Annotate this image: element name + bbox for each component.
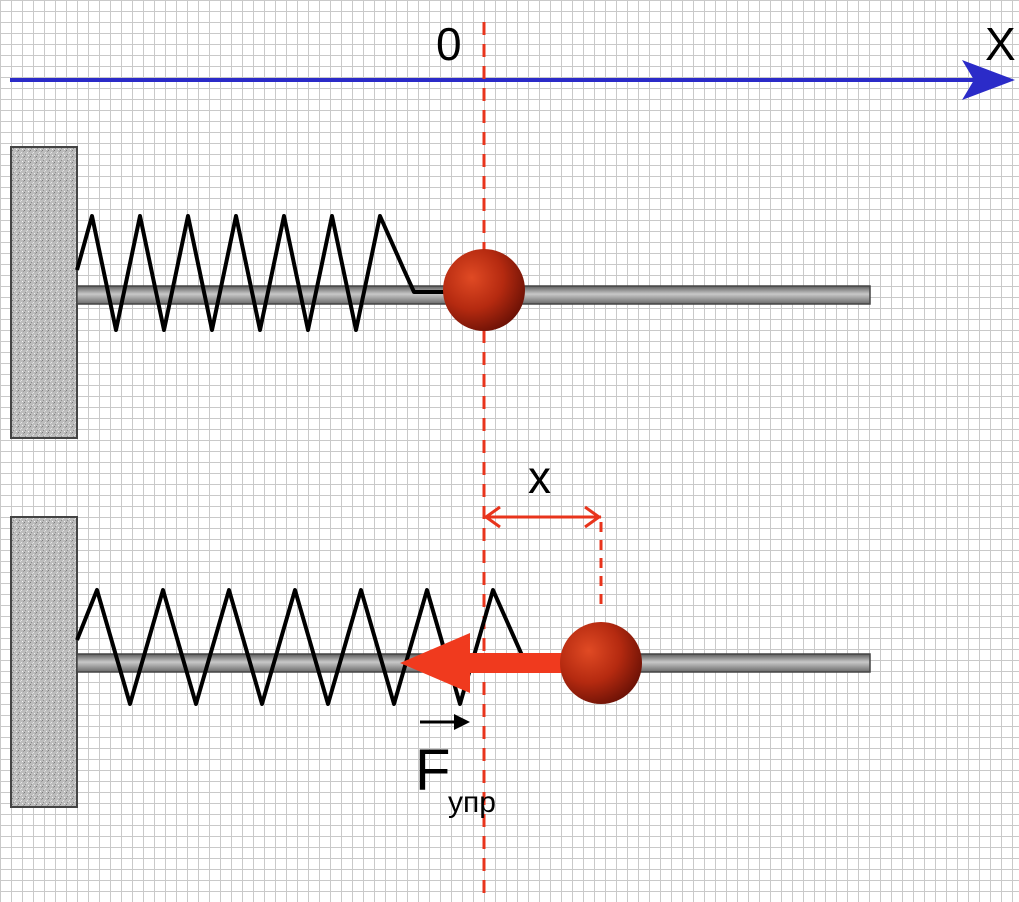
arrow-right-icon [454,714,470,730]
dimension-arrow-left-icon [483,505,501,529]
x-axis: X [10,18,1016,100]
force-arrow-shaft [465,653,570,673]
displacement-label: x [528,451,551,503]
setup-displaced [10,516,871,808]
dimension-arrow-right-icon [584,505,602,529]
arrow-left-icon [400,633,470,693]
spring-top [75,214,447,332]
force-subscript: упр [448,786,496,819]
wall-top [10,146,78,439]
force-symbol: F [415,738,450,803]
ball-top [443,249,525,331]
displacement-dimension: x [483,451,603,612]
force-label: F упр [415,714,496,819]
arrow-right-icon [962,60,1015,100]
axis-label-x: X [985,18,1016,70]
origin-label: 0 [436,18,462,70]
wall-bottom [10,516,78,808]
setup-equilibrium [10,146,871,439]
ball-bottom [560,622,642,704]
